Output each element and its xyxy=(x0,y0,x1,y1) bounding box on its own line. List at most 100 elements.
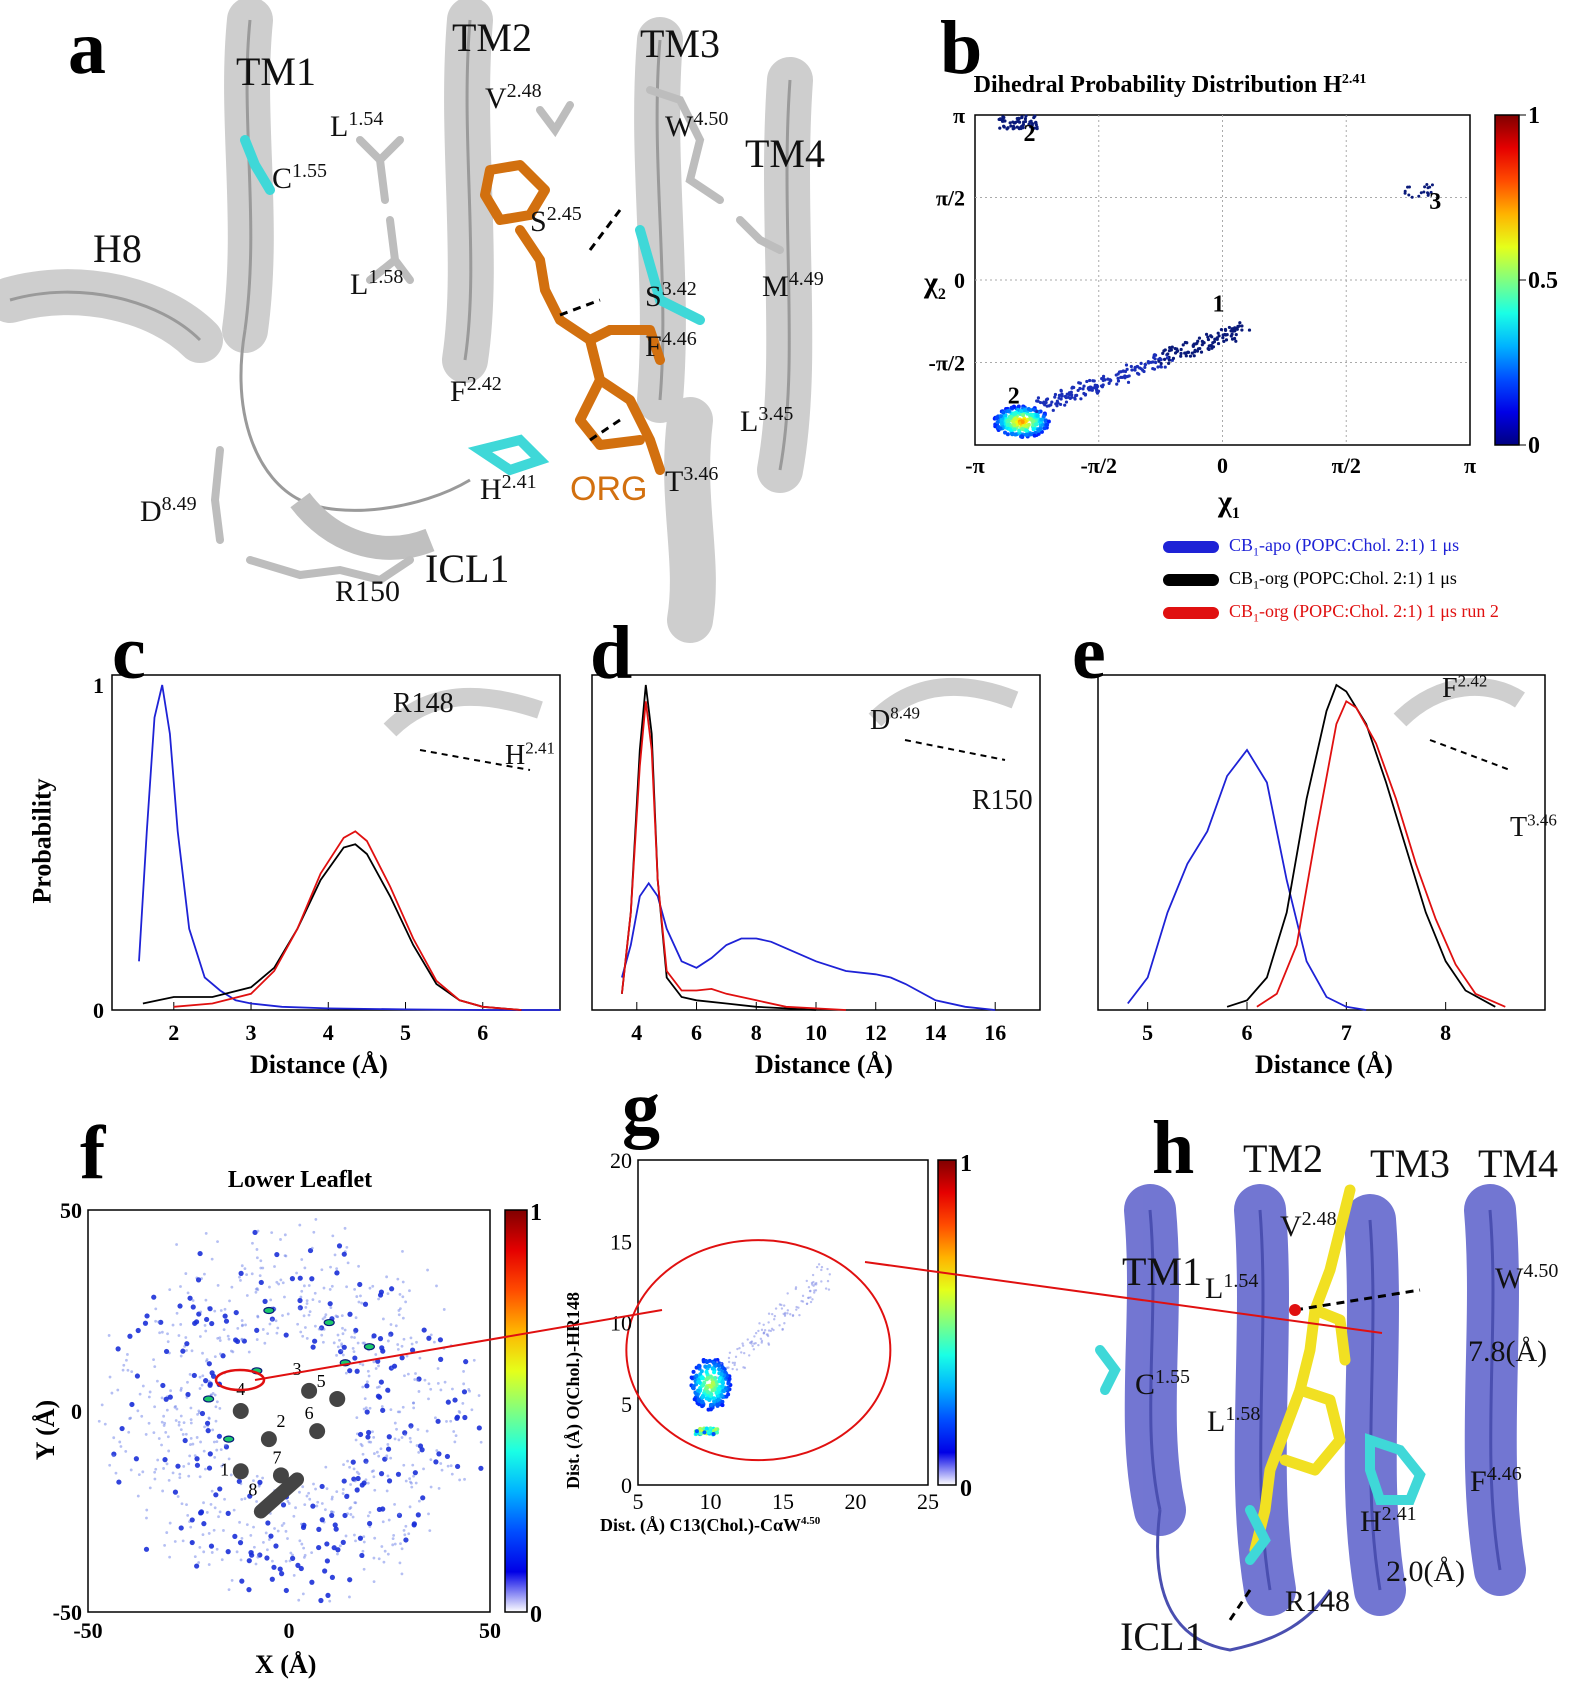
f-helix-number: 6 xyxy=(305,1403,314,1423)
f-density-point xyxy=(361,1480,367,1486)
e-xtick-label: 6 xyxy=(1242,1020,1253,1045)
b-point xyxy=(1019,408,1024,413)
f-density-point xyxy=(273,1543,279,1549)
g-density-point xyxy=(711,1431,716,1436)
g-density-point xyxy=(811,1273,815,1277)
b-point xyxy=(1012,423,1017,428)
f-density-point xyxy=(240,1497,244,1501)
f-density-point xyxy=(226,1334,230,1338)
b-point xyxy=(1116,376,1120,380)
b-point xyxy=(1094,386,1098,390)
f-density-point xyxy=(378,1289,385,1295)
f-density-point xyxy=(367,1440,371,1444)
f-density-point xyxy=(366,1481,370,1485)
f-density-point xyxy=(124,1449,128,1453)
f-density-point xyxy=(411,1401,415,1405)
f-density-point xyxy=(301,1592,305,1596)
b-point xyxy=(1224,338,1229,342)
g-density-point xyxy=(805,1279,808,1283)
f-density-point xyxy=(256,1553,260,1557)
f-density-point xyxy=(177,1420,181,1424)
f-density-point xyxy=(197,1409,201,1413)
g-density-point xyxy=(727,1366,730,1369)
f-density-point xyxy=(240,1264,244,1268)
f-density-point xyxy=(246,1558,252,1564)
f-density-point xyxy=(368,1406,372,1410)
b-point xyxy=(1050,400,1054,404)
f-density-point xyxy=(173,1540,177,1543)
org-ligand xyxy=(480,160,665,475)
f-density-point xyxy=(184,1341,190,1347)
f-density-point xyxy=(288,1559,292,1563)
f-density-point xyxy=(401,1316,405,1320)
f-density-point xyxy=(378,1471,385,1477)
f-colorbar-tick-label: 0 xyxy=(530,1602,542,1628)
f-density-point xyxy=(427,1397,430,1401)
label-m449: M4.49 xyxy=(762,268,824,303)
f-density-point xyxy=(300,1524,307,1530)
f-density-point xyxy=(225,1510,231,1516)
f-density-point xyxy=(395,1471,402,1477)
panel-b-ylabel: χ2 xyxy=(924,266,946,303)
f-density-point xyxy=(116,1388,120,1392)
f-density-point xyxy=(112,1454,115,1458)
b-point xyxy=(1006,126,1010,130)
b-point xyxy=(1167,358,1172,362)
f-density-point xyxy=(283,1295,286,1299)
b-point xyxy=(1175,347,1179,351)
g-density-point xyxy=(713,1375,718,1380)
f-density-point xyxy=(368,1510,372,1514)
f-density-point xyxy=(210,1257,214,1261)
f-density-point xyxy=(365,1434,371,1440)
b-point xyxy=(1070,386,1074,390)
b-point xyxy=(1224,333,1228,337)
f-density-point xyxy=(194,1563,200,1569)
label-w450: W4.50 xyxy=(665,108,729,143)
f-density-point xyxy=(265,1520,271,1526)
f-density-point xyxy=(372,1580,376,1584)
f-density-point xyxy=(403,1533,407,1537)
f-density-point xyxy=(266,1332,270,1336)
f-density-point xyxy=(186,1513,190,1517)
g-density-point xyxy=(743,1366,747,1370)
f-density-point xyxy=(238,1520,241,1524)
f-density-point xyxy=(174,1419,178,1422)
f-density-point xyxy=(361,1385,365,1389)
f-density-point xyxy=(320,1333,324,1337)
b-point xyxy=(1234,332,1238,337)
f-density-point xyxy=(333,1253,337,1257)
e-series-line-2 xyxy=(1256,699,1506,1008)
f-density-point xyxy=(357,1431,364,1438)
b-point xyxy=(1036,428,1041,433)
f-density-point xyxy=(399,1355,405,1361)
b-point xyxy=(1082,391,1086,396)
b-point xyxy=(1240,324,1244,328)
f-density-point xyxy=(252,1229,258,1236)
g-density-point xyxy=(762,1323,765,1326)
b-ytick-label: π/2 xyxy=(936,186,965,211)
b-point xyxy=(1197,336,1202,340)
f-density-point xyxy=(204,1420,211,1426)
f-density-point xyxy=(328,1288,332,1291)
f-density-point xyxy=(386,1339,390,1343)
g-density-point xyxy=(742,1351,746,1355)
f-density-point xyxy=(396,1343,400,1346)
g-density-point xyxy=(815,1265,819,1269)
f-density-point xyxy=(385,1454,389,1458)
f-density-point xyxy=(463,1359,469,1365)
f-density-point xyxy=(289,1551,293,1555)
b-cluster-label: 1 xyxy=(1213,292,1225,318)
f-density-point xyxy=(394,1324,398,1328)
b-point xyxy=(1206,335,1210,339)
f-density-point xyxy=(351,1515,355,1519)
f-density-point xyxy=(353,1533,356,1537)
f-density-point xyxy=(204,1467,207,1471)
panel-e-xlabel: Distance (Å) xyxy=(1255,1050,1393,1079)
b-point xyxy=(1116,379,1121,383)
panel-f-title: Lower Leaflet xyxy=(227,1167,373,1193)
f-density-point xyxy=(215,1448,219,1452)
f-density-point xyxy=(312,1230,316,1234)
g-density-point xyxy=(707,1397,712,1402)
f-density-point xyxy=(212,1528,216,1532)
f-density-point xyxy=(389,1286,395,1292)
